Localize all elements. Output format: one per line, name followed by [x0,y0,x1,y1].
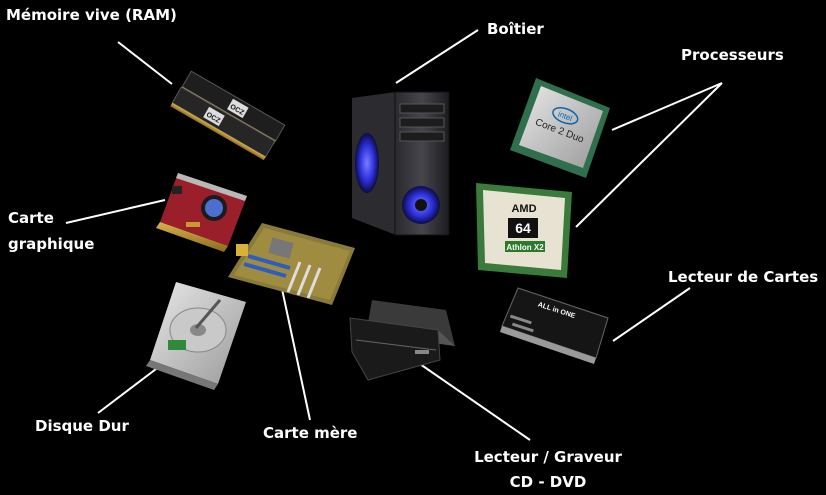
line-lecteur-graveur [419,363,531,441]
line-processeur-intel [611,82,723,131]
label-carte-graphique-line2: graphique [8,235,95,253]
intel-cpu-image: intel Core 2 Duo [510,78,610,178]
motherboard-image [228,223,355,305]
label-processeurs: Processeurs [681,46,784,64]
label-lecteur-cartes: Lecteur de Cartes [668,268,819,286]
line-processeur-amd [575,82,723,228]
connector-lines [65,29,723,441]
line-disque-dur [97,365,161,414]
label-ram: Mémoire vive (RAM) [6,6,177,24]
amd-64-text: 64 [515,220,531,236]
ram-image: OCZ OCZ [170,70,286,161]
amd-cpu-image: AMD 64 Athlon X2 [476,183,572,278]
label-boitier: Boîtier [487,20,544,38]
label-lecteur-graveur-line2: CD - DVD [509,473,587,491]
label-carte-mere: Carte mère [263,424,358,442]
label-disque-dur: Disque Dur [35,417,129,435]
graphics-card-image [156,173,247,252]
line-carte-mere [281,288,311,421]
amd-logo-text: AMD [511,203,536,215]
line-carte-graphique [65,199,166,224]
tower-case-image [352,91,450,236]
card-reader-image: ALL in ONE [500,287,609,364]
line-boitier [395,29,479,84]
label-lecteur-graveur-line1: Lecteur / Graveur [474,448,622,466]
optical-drive-image [349,300,455,381]
label-carte-graphique-line1: Carte [8,209,54,227]
line-lecteur-cartes [612,287,691,342]
amd-model-text: Athlon X2 [506,243,544,252]
line-ram [117,41,173,85]
hard-disk-image [146,282,246,390]
